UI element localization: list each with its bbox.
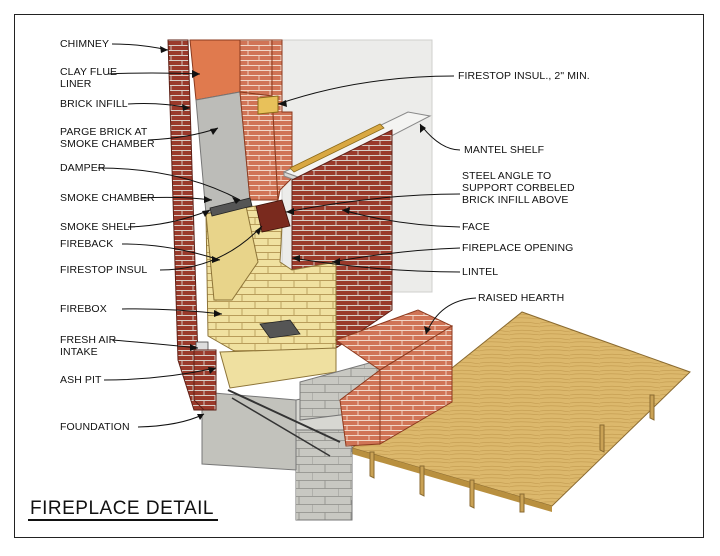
clay-flue-liner [189, 39, 241, 101]
ash-grate [259, 319, 301, 339]
label-mantel-shelf: MANTEL SHELF [464, 144, 545, 156]
lintel-angle [255, 199, 291, 233]
label-brick-infill: BRICK INFILL [60, 98, 128, 110]
label-foundation: FOUNDATION [60, 421, 130, 433]
leader-lines [97, 43, 477, 428]
label-steel-angle: STEEL ANGLE TO SUPPORT CORBELED BRICK IN… [462, 170, 575, 206]
label-firestop-insul: FIRESTOP INSUL [60, 264, 148, 276]
floor-joists [369, 394, 655, 513]
label-chimney: CHIMNEY [60, 38, 110, 50]
floor-deck [350, 311, 691, 507]
chimney-base [193, 349, 217, 411]
label-raised-hearth: RAISED HEARTH [478, 292, 565, 304]
floor-edge [352, 448, 552, 512]
label-face: FACE [462, 221, 490, 233]
label-lintel: LINTEL [462, 266, 499, 278]
label-firebox: FIREBOX [60, 303, 107, 315]
label-ash-pit: ASH PIT [60, 374, 102, 386]
label-fireplace-opening: FIREPLACE OPENING [462, 242, 574, 254]
flue-brick [239, 39, 273, 97]
title-underline [28, 519, 218, 521]
rebar [227, 389, 341, 443]
label-fresh-air-intake: FRESH AIR INTAKE [60, 334, 117, 358]
label-fireback: FIREBACK [60, 238, 114, 250]
drawing-title: FIREPLACE DETAIL [30, 498, 214, 519]
label-firestop-min: FIRESTOP INSUL., 2" MIN. [458, 70, 590, 82]
label-parge-brick: PARGE BRICK AT SMOKE CHAMBER [60, 126, 155, 150]
label-smoke-shelf: SMOKE SHELF [60, 221, 136, 233]
leader-arrowheads [160, 46, 431, 420]
firestop-insul-block [257, 95, 279, 115]
label-smoke-chamber: SMOKE CHAMBER [60, 192, 155, 204]
drawing-border [14, 14, 704, 538]
label-clay-flue-liner: CLAY FLUE LINER [60, 66, 118, 90]
label-damper: DAMPER [60, 162, 106, 174]
